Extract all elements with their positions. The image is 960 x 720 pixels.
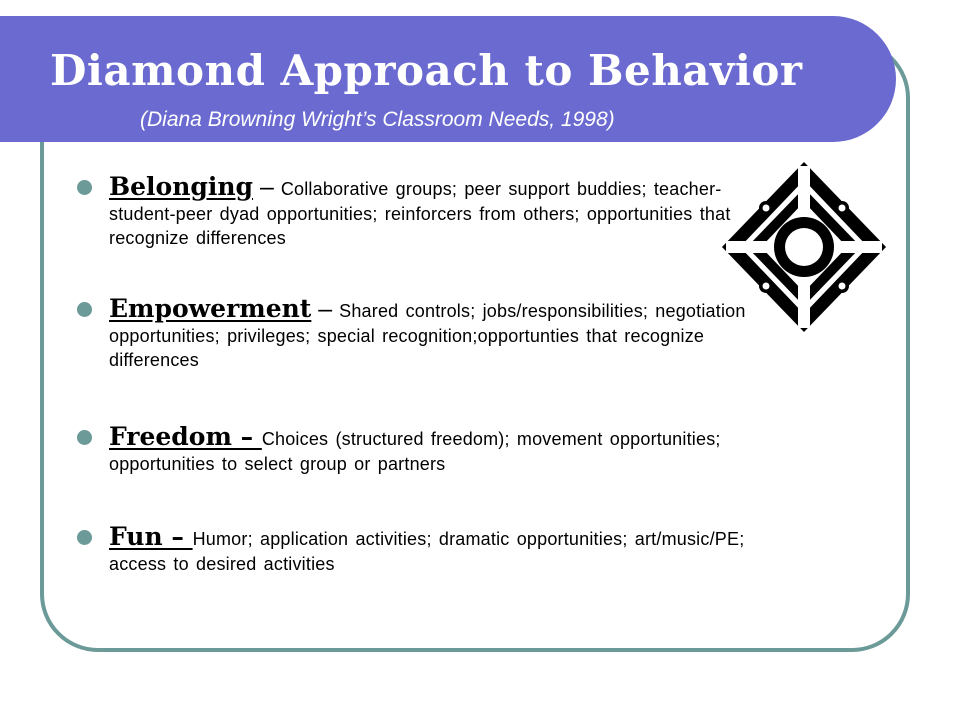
bullet-dot-icon xyxy=(77,430,92,445)
slide-subtitle: (Diana Browning Wright’s Classroom Needs… xyxy=(140,108,615,131)
bullet-separator: – xyxy=(311,295,340,323)
title-bar: Diamond Approach to Behavior (Diana Brow… xyxy=(0,16,896,145)
bullet-term: Fun – xyxy=(109,522,193,551)
list-item: Empowerment – Shared controls; jobs/resp… xyxy=(75,294,779,372)
bullet-description: Collaborative groups; peer support buddi… xyxy=(109,179,731,248)
bullet-term: Belonging xyxy=(109,172,254,201)
slide-title: Diamond Approach to Behavior xyxy=(50,46,803,95)
list-item: Fun – Humor; application activities; dra… xyxy=(75,522,799,576)
bullet-description: Choices (structured freedom); movement o… xyxy=(109,429,721,474)
diamond-emblem-icon xyxy=(722,162,886,332)
bullet-dot-icon xyxy=(77,530,92,545)
bullet-separator: – xyxy=(253,173,281,201)
bullet-description: Humor; application activities; dramatic … xyxy=(109,529,745,574)
list-item: Freedom – Choices (structured freedom); … xyxy=(75,422,799,476)
bullet-term: Freedom – xyxy=(109,422,262,451)
title-underline xyxy=(50,142,846,145)
list-item: Belonging – Collaborative groups; peer s… xyxy=(75,172,749,250)
bullet-description: Shared controls; jobs/responsibilities; … xyxy=(109,301,746,370)
bullet-dot-icon xyxy=(77,180,92,195)
bullet-dot-icon xyxy=(77,302,92,317)
bullet-term: Empowerment xyxy=(109,294,312,323)
